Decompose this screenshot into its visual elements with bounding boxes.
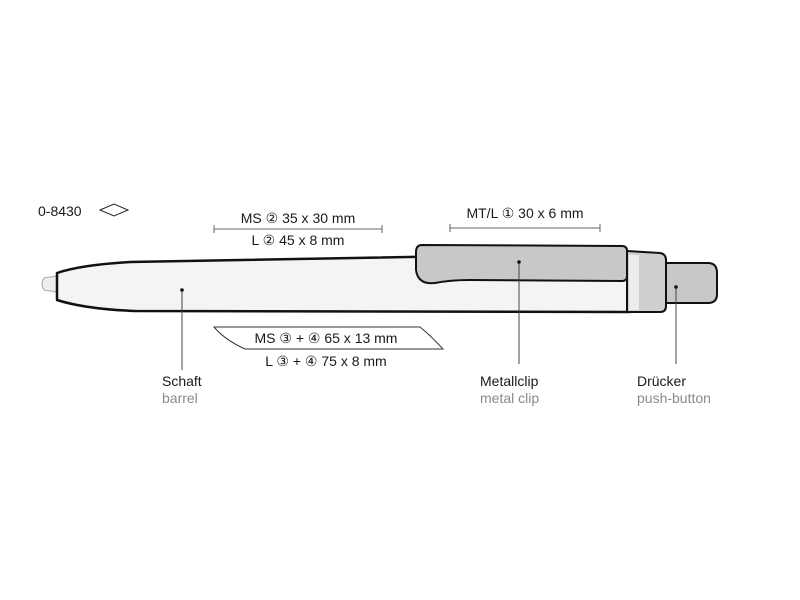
diamond-icon: [98, 203, 130, 217]
print-area-barrel-ms: MS ② 35 x 30 mm: [241, 210, 355, 226]
metal-clip: [415, 243, 628, 285]
print-area-wrap-l: L ③ + ④ 75 x 8 mm: [265, 353, 386, 369]
dimension-line-barrel: [213, 225, 383, 233]
print-area-clip: MT/L ① 30 x 6 mm: [466, 205, 583, 221]
clip-marker: [517, 260, 521, 264]
label-clip-de: Metallclip: [480, 373, 539, 389]
ring-highlight: [629, 255, 639, 310]
label-button-de: Drücker: [637, 373, 686, 389]
label-button-en: push-button: [637, 390, 711, 406]
label-barrel-en: barrel: [162, 390, 198, 406]
print-area-wrap-ms: MS ③ + ④ 65 x 13 mm: [255, 330, 398, 346]
dimension-line-clip: [449, 224, 601, 232]
article-number: 0-8430: [38, 203, 82, 219]
barrel-marker: [180, 288, 184, 292]
leader-lines: [181, 262, 677, 370]
push-button: [665, 262, 718, 304]
wrap-print-banner: [212, 326, 445, 350]
button-marker: [674, 285, 678, 289]
print-area-barrel-l: L ② 45 x 8 mm: [252, 232, 345, 248]
pen-tip: [41, 275, 58, 293]
label-barrel-de: Schaft: [162, 373, 202, 389]
label-clip-en: metal clip: [480, 390, 539, 406]
